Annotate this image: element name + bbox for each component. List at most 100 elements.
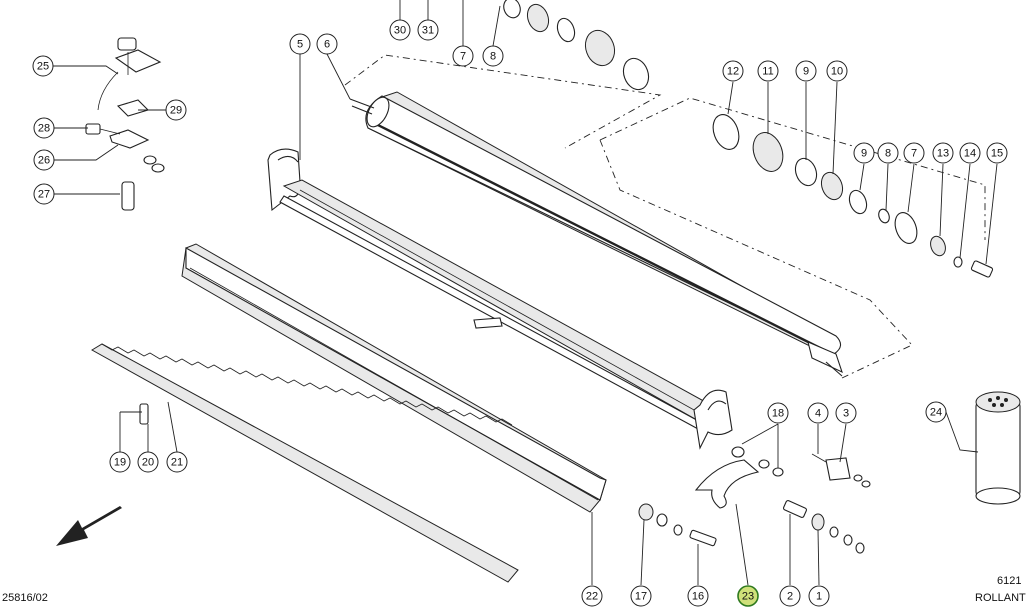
callout-label: 30 <box>394 25 406 37</box>
callout-11: 11 <box>757 60 779 82</box>
callout-label: 23 <box>742 591 754 603</box>
cylinder <box>975 391 1021 505</box>
callout-circle <box>109 451 131 473</box>
callout-15: 15 <box>986 142 1008 164</box>
callout-circle <box>808 585 830 607</box>
callout-label: 4 <box>815 408 821 420</box>
callout-label: 12 <box>727 66 739 78</box>
clamp-assembly <box>85 37 165 211</box>
callout-circle <box>482 45 504 67</box>
callout-13: 13 <box>932 142 954 164</box>
callout-label: 13 <box>937 148 949 160</box>
callout-label: 9 <box>803 66 809 78</box>
callout-26: 26 <box>33 149 55 171</box>
callout-circle <box>289 33 311 55</box>
callout-circle <box>932 142 954 164</box>
callout-circle <box>33 149 55 171</box>
callout-circle <box>417 19 439 41</box>
callout-4: 4 <box>807 402 829 424</box>
callout-circle <box>807 402 829 424</box>
callout-label: 22 <box>586 591 598 603</box>
callout-label: 16 <box>692 591 704 603</box>
machine-name: ROLLANT <box>975 592 1026 604</box>
callout-circle <box>389 19 411 41</box>
callout-circle <box>165 99 187 121</box>
callout-label: 6 <box>324 39 330 51</box>
callout-circle <box>959 142 981 164</box>
callout-2: 2 <box>779 585 801 607</box>
callout-circle <box>630 585 652 607</box>
hook-and-hardware <box>139 403 871 554</box>
callout-18: 18 <box>767 402 789 424</box>
callout-circle <box>903 142 925 164</box>
callout-label: 31 <box>422 25 434 37</box>
callout-circle <box>795 60 817 82</box>
zone-right <box>599 97 986 240</box>
callout-label: 28 <box>38 123 50 135</box>
callout-circle <box>925 401 947 423</box>
roller <box>349 91 843 377</box>
callout-circle <box>316 33 338 55</box>
callout-label: 10 <box>831 66 843 78</box>
callout-7: 7 <box>452 45 474 67</box>
callout-6: 6 <box>316 33 338 55</box>
callout-label: 17 <box>635 591 647 603</box>
callout-14: 14 <box>959 142 981 164</box>
callout-circle <box>779 585 801 607</box>
callout-29: 29 <box>165 99 187 121</box>
callout-8: 8 <box>482 45 504 67</box>
callout-label: 14 <box>964 148 976 160</box>
callout-circle <box>877 142 899 164</box>
callout-circle <box>33 183 55 205</box>
drawing-number: 25816/02 <box>2 592 48 604</box>
callout-label: 8 <box>885 148 891 160</box>
callout-3: 3 <box>835 402 857 424</box>
callout-circle <box>687 585 709 607</box>
callout-label: 19 <box>114 457 126 469</box>
callout-circle <box>737 585 759 607</box>
callout-30: 30 <box>389 19 411 41</box>
callout-label: 7 <box>911 148 917 160</box>
callout-19: 19 <box>109 451 131 473</box>
toothed-bar <box>91 343 519 583</box>
callout-label: 9 <box>861 148 867 160</box>
callout-label: 20 <box>142 457 154 469</box>
callout-label: 11 <box>762 66 773 78</box>
callout-12: 12 <box>722 60 744 82</box>
callout-label: 15 <box>991 148 1003 160</box>
callout-23: 23 <box>737 585 759 607</box>
callout-16: 16 <box>687 585 709 607</box>
callout-9: 9 <box>795 60 817 82</box>
callout-21: 21 <box>166 451 188 473</box>
callout-27: 27 <box>33 183 55 205</box>
callout-10: 10 <box>826 60 848 82</box>
callout-17: 17 <box>630 585 652 607</box>
roller-frame <box>267 148 733 450</box>
callout-label: 26 <box>38 155 50 167</box>
callout-circle <box>452 45 474 67</box>
callout-8: 8 <box>877 142 899 164</box>
callout-label: 18 <box>772 408 784 420</box>
callout-9: 9 <box>853 142 875 164</box>
callout-circle <box>33 117 55 139</box>
callout-label: 1 <box>816 591 822 603</box>
callout-label: 27 <box>38 189 50 201</box>
callout-circle <box>722 60 744 82</box>
callout-31: 31 <box>417 19 439 41</box>
callout-label: 21 <box>171 457 183 469</box>
callout-20: 20 <box>137 451 159 473</box>
exploded-parts <box>56 0 1021 583</box>
callout-circle <box>32 55 54 77</box>
callout-24: 24 <box>925 401 947 423</box>
callout-label: 25 <box>37 61 49 73</box>
callout-label: 8 <box>490 51 496 63</box>
callout-label: 2 <box>787 591 793 603</box>
callout-circle <box>853 142 875 164</box>
figure-code: 6121 <box>997 575 1022 587</box>
bearing-stack-top <box>503 0 650 91</box>
callout-label: 24 <box>930 407 942 419</box>
callout-5: 5 <box>289 33 311 55</box>
callout-circle <box>986 142 1008 164</box>
